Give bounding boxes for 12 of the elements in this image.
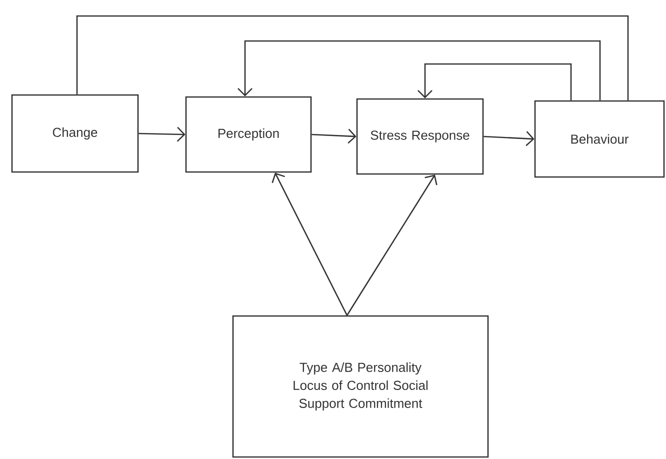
process-box: Change <box>11 94 139 173</box>
arrow <box>312 128 356 144</box>
arrow <box>484 131 534 146</box>
arrow <box>272 172 348 316</box>
factor-box: Type A/B Personality Locus of Control Social Support Commitment <box>232 315 489 458</box>
arrow <box>138 126 186 142</box>
arrow <box>418 63 572 100</box>
process-box: Perception <box>185 96 312 173</box>
process-box: Stress Response <box>356 98 484 175</box>
process-box: Behaviour <box>534 100 665 178</box>
arrow <box>238 40 601 100</box>
arrow <box>346 174 438 316</box>
